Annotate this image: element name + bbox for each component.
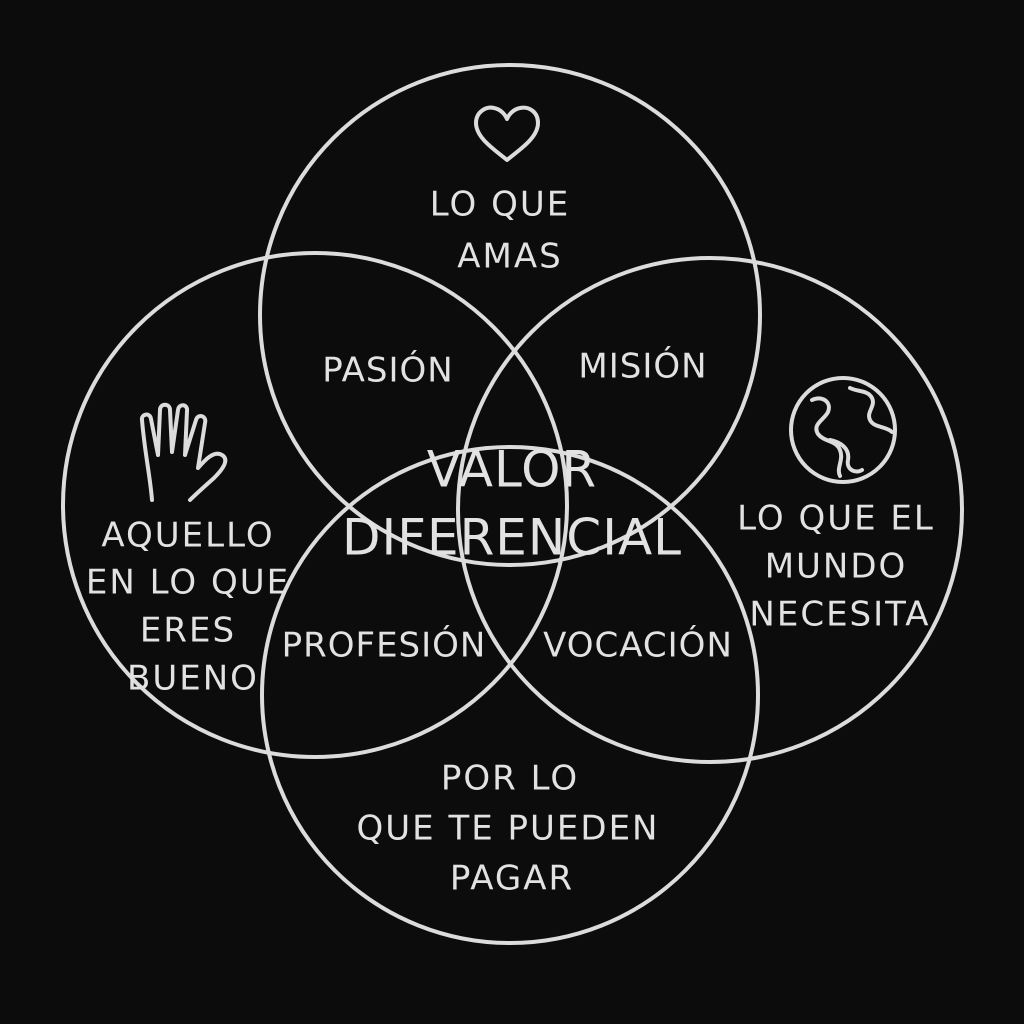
label-top: LO QUE AMAS bbox=[430, 185, 570, 277]
label-right-line-1: LO QUE EL bbox=[737, 499, 935, 539]
label-left-line-3: ERES bbox=[140, 611, 236, 651]
circle-left bbox=[61, 251, 569, 759]
label-bottom-line-2: QUE TE PUEDEN bbox=[357, 809, 660, 849]
label-center: VALOR DIFERENCIAL bbox=[342, 441, 682, 567]
heart-icon bbox=[474, 105, 540, 162]
label-left-line-2: EN LO QUE bbox=[86, 563, 290, 603]
label-bottom: POR LO QUE TE PUEDEN PAGAR bbox=[357, 759, 660, 899]
label-left: AQUELLO EN LO QUE ERES BUENO bbox=[86, 516, 290, 699]
label-top-line-2: AMAS bbox=[457, 237, 562, 277]
circle-right bbox=[456, 256, 964, 764]
venn-circles bbox=[61, 63, 964, 945]
label-profesion: PROFESIÓN bbox=[282, 625, 487, 666]
globe-icon bbox=[789, 376, 897, 484]
label-vocacion: VOCACIÓN bbox=[543, 625, 733, 666]
label-pasion: PASIÓN bbox=[322, 350, 453, 391]
label-right-line-3: NECESITA bbox=[749, 595, 930, 635]
label-left-line-4: BUENO bbox=[127, 659, 259, 699]
label-bottom-line-3: PAGAR bbox=[450, 859, 574, 899]
label-bottom-line-1: POR LO bbox=[441, 759, 579, 799]
circle-bottom bbox=[260, 445, 760, 945]
label-right: LO QUE EL MUNDO NECESITA bbox=[737, 499, 935, 635]
circle-top bbox=[258, 63, 762, 567]
label-left-line-1: AQUELLO bbox=[101, 516, 274, 556]
label-center-line-2: DIFERENCIAL bbox=[342, 509, 682, 567]
label-top-line-1: LO QUE bbox=[430, 185, 570, 225]
hand-icon bbox=[139, 402, 228, 502]
label-center-line-1: VALOR bbox=[427, 441, 597, 499]
label-right-line-2: MUNDO bbox=[765, 547, 908, 587]
label-mision: MISIÓN bbox=[578, 346, 707, 387]
